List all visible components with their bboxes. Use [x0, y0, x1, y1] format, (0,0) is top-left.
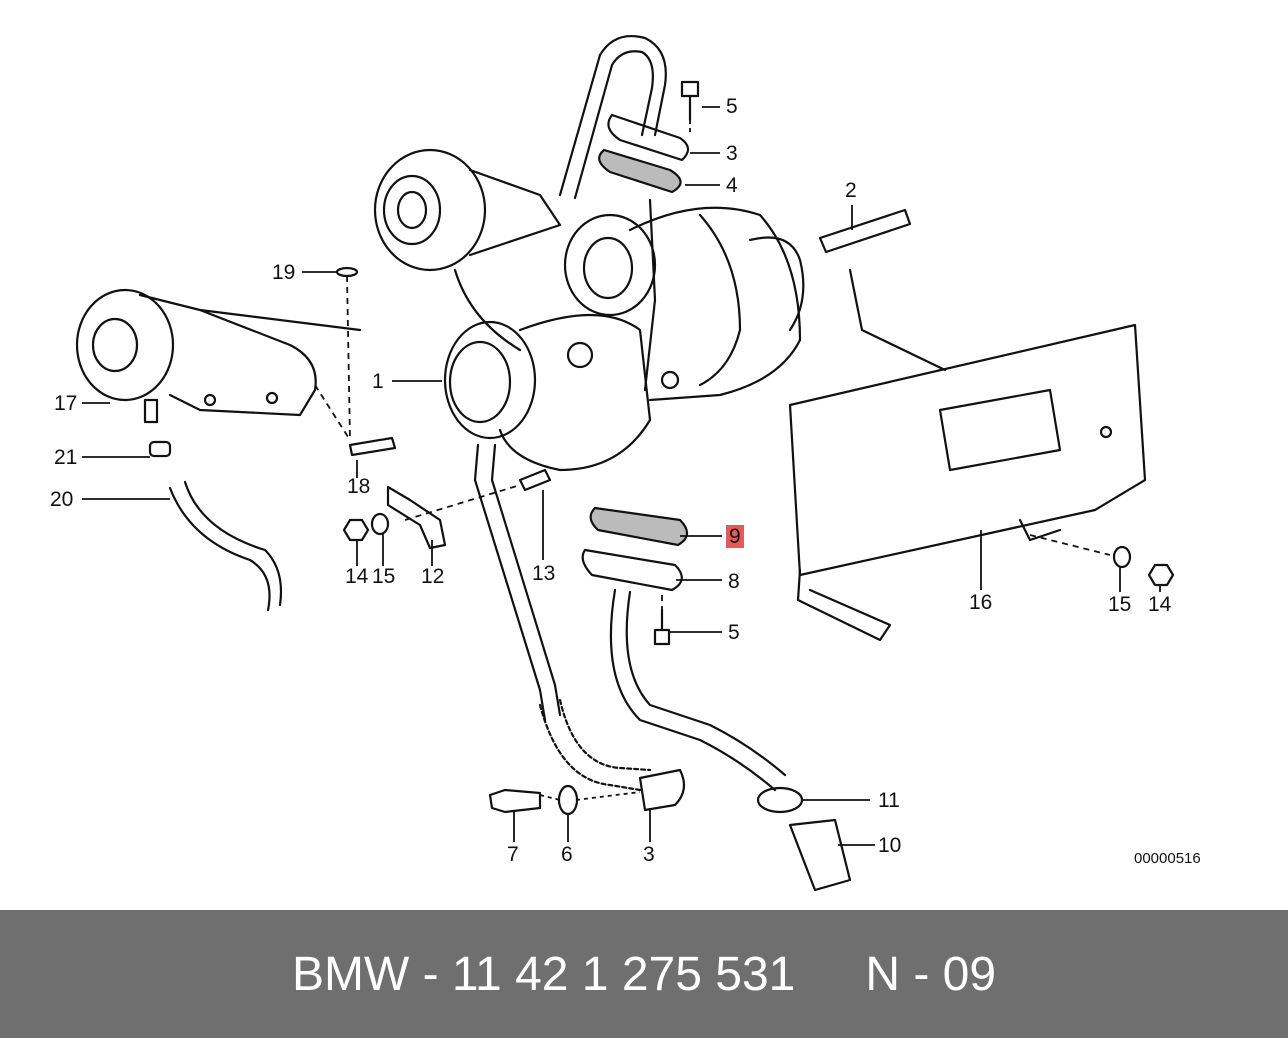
callout-19: 19 — [272, 261, 296, 284]
stud-2 — [818, 208, 912, 254]
diagram-position: N - 09 — [865, 947, 997, 1001]
callout-1: 1 — [372, 370, 384, 393]
washer-15-right — [1112, 545, 1132, 569]
flange-8 — [581, 548, 683, 592]
diagram-code: 00000516 — [1134, 850, 1201, 867]
washer-19 — [335, 266, 359, 278]
callout-11: 11 — [878, 789, 900, 812]
hose-10 — [788, 818, 852, 892]
bolt-5-lower — [653, 628, 671, 646]
callout-12: 12 — [421, 565, 445, 588]
callout-20: 20 — [50, 488, 74, 511]
callout-13: 13 — [532, 562, 556, 585]
bolt-5-top — [680, 80, 700, 98]
callout-3-top: 3 — [726, 142, 738, 165]
turbocharger — [373, 148, 805, 472]
bracket-12 — [386, 485, 447, 550]
drain-pipe — [609, 588, 787, 792]
washer-15-left — [370, 512, 390, 536]
callout-7: 7 — [507, 843, 519, 866]
nut-14-right — [1147, 563, 1175, 587]
callout-5-lower: 5 — [728, 621, 740, 644]
callout-3-lower: 3 — [643, 843, 655, 866]
part-number: BMW - 11 42 1 275 531 — [291, 947, 796, 1001]
callout-10: 10 — [878, 834, 902, 857]
callout-18: 18 — [347, 475, 371, 498]
clamp-11 — [756, 786, 804, 814]
callout-21: 21 — [54, 446, 78, 469]
callout-8: 8 — [728, 570, 740, 593]
diagram-drawing — [75, 34, 1175, 892]
callout-9-highlighted: 9 — [726, 525, 744, 548]
leader-lines — [82, 106, 1161, 846]
gasket-9 — [589, 506, 689, 547]
bolt-13 — [518, 468, 552, 492]
callout-15-left: 15 — [372, 565, 396, 588]
wastegate-actuator — [75, 288, 362, 424]
clip-21 — [148, 440, 172, 458]
callout-14-left: 14 — [345, 565, 369, 588]
bolt-7 — [488, 788, 542, 814]
heat-shield — [788, 268, 1147, 642]
flange-top — [607, 113, 690, 162]
callout-14-right: 14 — [1148, 593, 1172, 616]
nut-14-left — [342, 518, 370, 542]
washer-6 — [557, 784, 579, 816]
oil-feed-pipe — [558, 34, 667, 200]
callout-15-right: 15 — [1108, 593, 1132, 616]
callout-17: 17 — [54, 392, 78, 415]
footer-bar: BMW - 11 42 1 275 531 N - 09 — [0, 910, 1288, 1038]
oil-return-pipe — [473, 443, 562, 722]
parts-diagram: 5 3 4 2 1 19 17 21 20 18 14 15 12 13 9 8… — [50, 34, 1201, 892]
screw-18 — [348, 436, 397, 457]
callout-4: 4 — [726, 174, 738, 197]
gasket-top — [598, 148, 682, 194]
callout-16: 16 — [969, 591, 993, 614]
braided-hose — [538, 698, 652, 792]
hose-20 — [168, 480, 283, 612]
callout-6: 6 — [561, 843, 573, 866]
banjo-3 — [638, 768, 686, 812]
callout-5-top: 5 — [726, 95, 738, 118]
callout-2: 2 — [845, 179, 857, 202]
